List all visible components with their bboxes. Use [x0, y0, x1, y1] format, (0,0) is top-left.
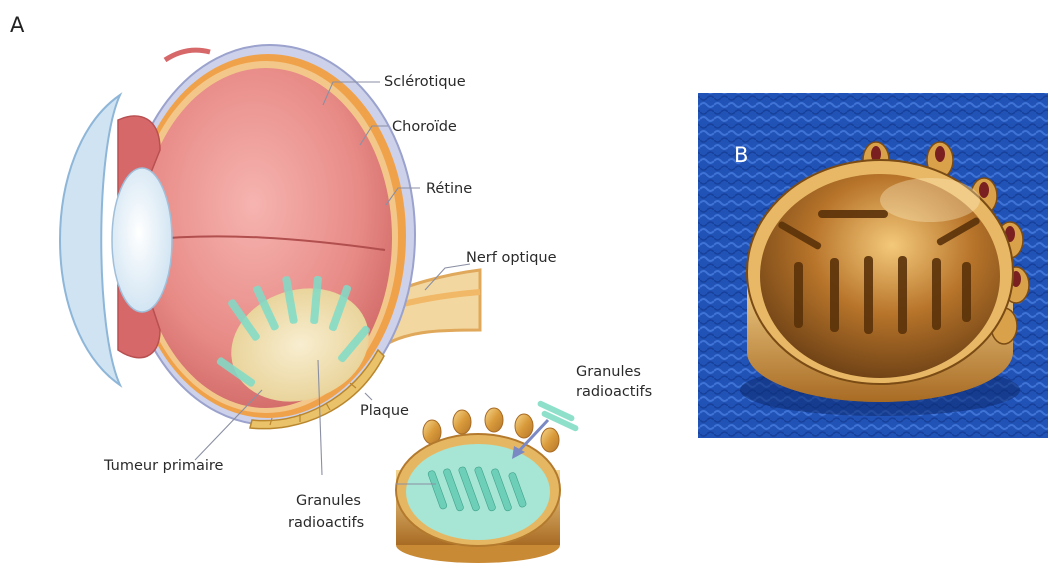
label-retine: Rétine — [426, 181, 472, 197]
label-radioactifs-top: radioactifs — [576, 384, 652, 400]
cornea — [60, 95, 120, 385]
panel-label-b: B — [734, 143, 748, 167]
label-plaque: Plaque — [360, 403, 409, 419]
label-granules-top: Granules — [576, 364, 641, 380]
label-nerf-optique: Nerf optique — [466, 250, 557, 266]
photo-panel-b: B — [698, 93, 1048, 438]
lens — [112, 168, 172, 312]
label-granules-bottom: Granules — [296, 493, 361, 509]
label-radioactifs-bottom: radioactifs — [288, 515, 364, 531]
label-choroide: Choroïde — [392, 119, 457, 135]
label-tumeur-primaire: Tumeur primaire — [103, 458, 224, 474]
eye-diagram — [60, 45, 480, 429]
label-sclerotique: Sclérotique — [384, 74, 466, 90]
panel-label-a: A — [10, 13, 25, 37]
plaque-inset — [396, 400, 579, 563]
